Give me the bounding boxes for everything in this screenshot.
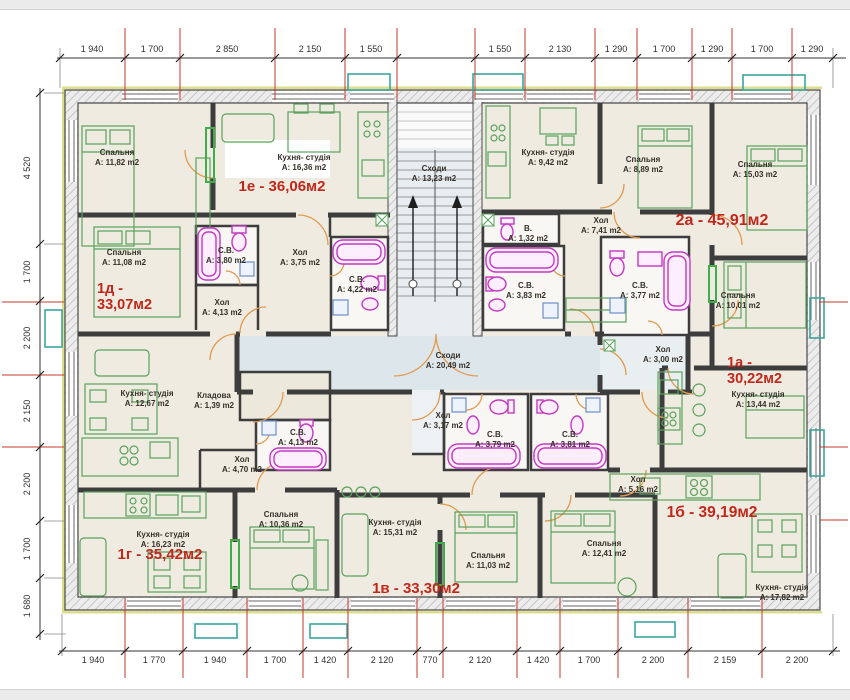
dim-top-1: 1 700 [140,44,164,54]
dim-top-9: 1 290 [700,44,724,54]
apartment-label-1g: 1г - 35,42м2 [117,546,203,563]
room-label-wc-383: С.В.А: 3,83 m2 [505,281,547,300]
dim-left-0: 4 520 [22,156,32,180]
room-label-wc-422: С.В.А: 4,22 m2 [336,275,378,294]
apartment-label-2a: 2а - 45,91м2 [675,212,769,229]
dim-bottom-11: 2 159 [713,655,737,665]
apartment-label-1b: 1б - 39,19м2 [666,504,758,521]
insulation-lines [62,86,822,614]
dim-bottom-2: 1 940 [203,655,227,665]
dim-top-10: 1 700 [750,44,774,54]
dim-bottom-4: 1 420 [313,655,337,665]
room-label-wc-380: С.В.А: 3,80 m2 [205,246,247,265]
room-label-wc-132: В.А: 1,32 m2 [507,224,549,243]
apartment-label-1a: 1а - 30,22м2 [727,355,783,387]
apartment-label-1e: 1е - 36,06м2 [238,178,326,195]
windows [66,91,819,609]
apartment-label-1v: 1в - 33,30м2 [372,580,460,597]
room-label-wc-381: С.В.А: 3,81 m2 [549,430,591,449]
dim-bottom-5: 2 120 [370,655,394,665]
dim-bottom-12: 2 200 [785,655,809,665]
dim-left-5: 1 700 [22,537,32,561]
dim-top-2: 2 850 [215,44,239,54]
dim-left-3: 2 150 [22,399,32,423]
interior-walls [78,103,807,598]
room-label-wc-377: С.В.А: 3,77 m2 [619,281,661,300]
room-label-wc-413: С.В.А: 4,13 m2 [277,428,319,447]
dim-top-3: 2 150 [298,44,322,54]
floor-fills [70,95,815,607]
dim-top-0: 1 940 [80,44,104,54]
dim-top-8: 1 700 [652,44,676,54]
dim-top-5: 1 550 [488,44,512,54]
dimension-chains [2,28,848,678]
balcony-boxes [44,73,825,639]
dim-bottom-6: 770 [422,655,438,665]
dim-left-1: 1 700 [22,260,32,284]
dim-bottom-8: 1 420 [526,655,550,665]
dim-left-6: 1 680 [22,594,32,618]
dim-top-4: 1 550 [359,44,383,54]
dim-bottom-10: 2 200 [641,655,665,665]
door-frames [205,127,717,589]
dim-top-11: 1 290 [800,44,824,54]
apartment-label-1d: 1д - 33,07м2 [97,281,153,313]
dim-top-7: 1 290 [604,44,628,54]
room-label-wc-379: С.В.А: 3,79 m2 [474,430,516,449]
dim-bottom-1: 1 770 [142,655,166,665]
staircase [396,111,474,302]
dim-top-6: 2 130 [548,44,572,54]
dim-bottom-7: 2 120 [468,655,492,665]
vent-shafts [375,213,616,352]
furniture [79,103,808,599]
sanitary-fixtures [197,217,691,471]
dim-left-4: 2 200 [22,472,32,496]
dim-bottom-9: 1 700 [577,655,601,665]
washing-machines [239,261,626,436]
dim-bottom-3: 1 700 [263,655,287,665]
dim-left-2: 2 200 [22,326,32,350]
dim-bottom-0: 1 940 [81,655,105,665]
